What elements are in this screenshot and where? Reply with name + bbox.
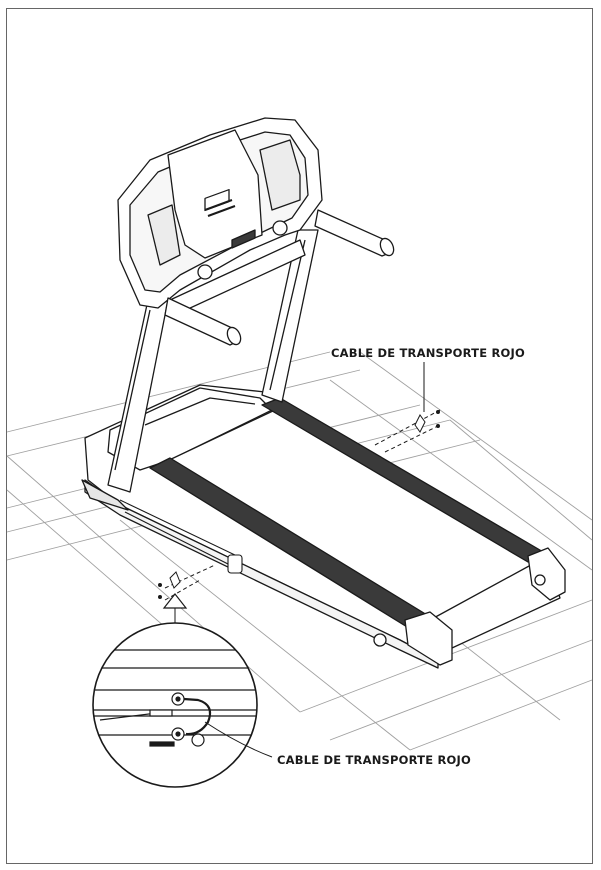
treadmill-deck xyxy=(81,384,566,669)
transport-cable-label-bottom: CABLE DE TRANSPORTE ROJO xyxy=(277,753,471,767)
transport-cable-fastener-bottom xyxy=(158,564,216,601)
uprights xyxy=(107,229,319,493)
transport-cable-fastener-top xyxy=(374,362,441,453)
handlebars xyxy=(164,209,395,346)
detail-magnifier xyxy=(92,622,273,788)
page-frame xyxy=(6,8,593,864)
console-frame xyxy=(117,117,323,316)
lift-frame xyxy=(119,499,243,574)
transport-cable-label-top: CABLE DE TRANSPORTE ROJO xyxy=(331,346,525,360)
floor-grid xyxy=(6,351,593,751)
